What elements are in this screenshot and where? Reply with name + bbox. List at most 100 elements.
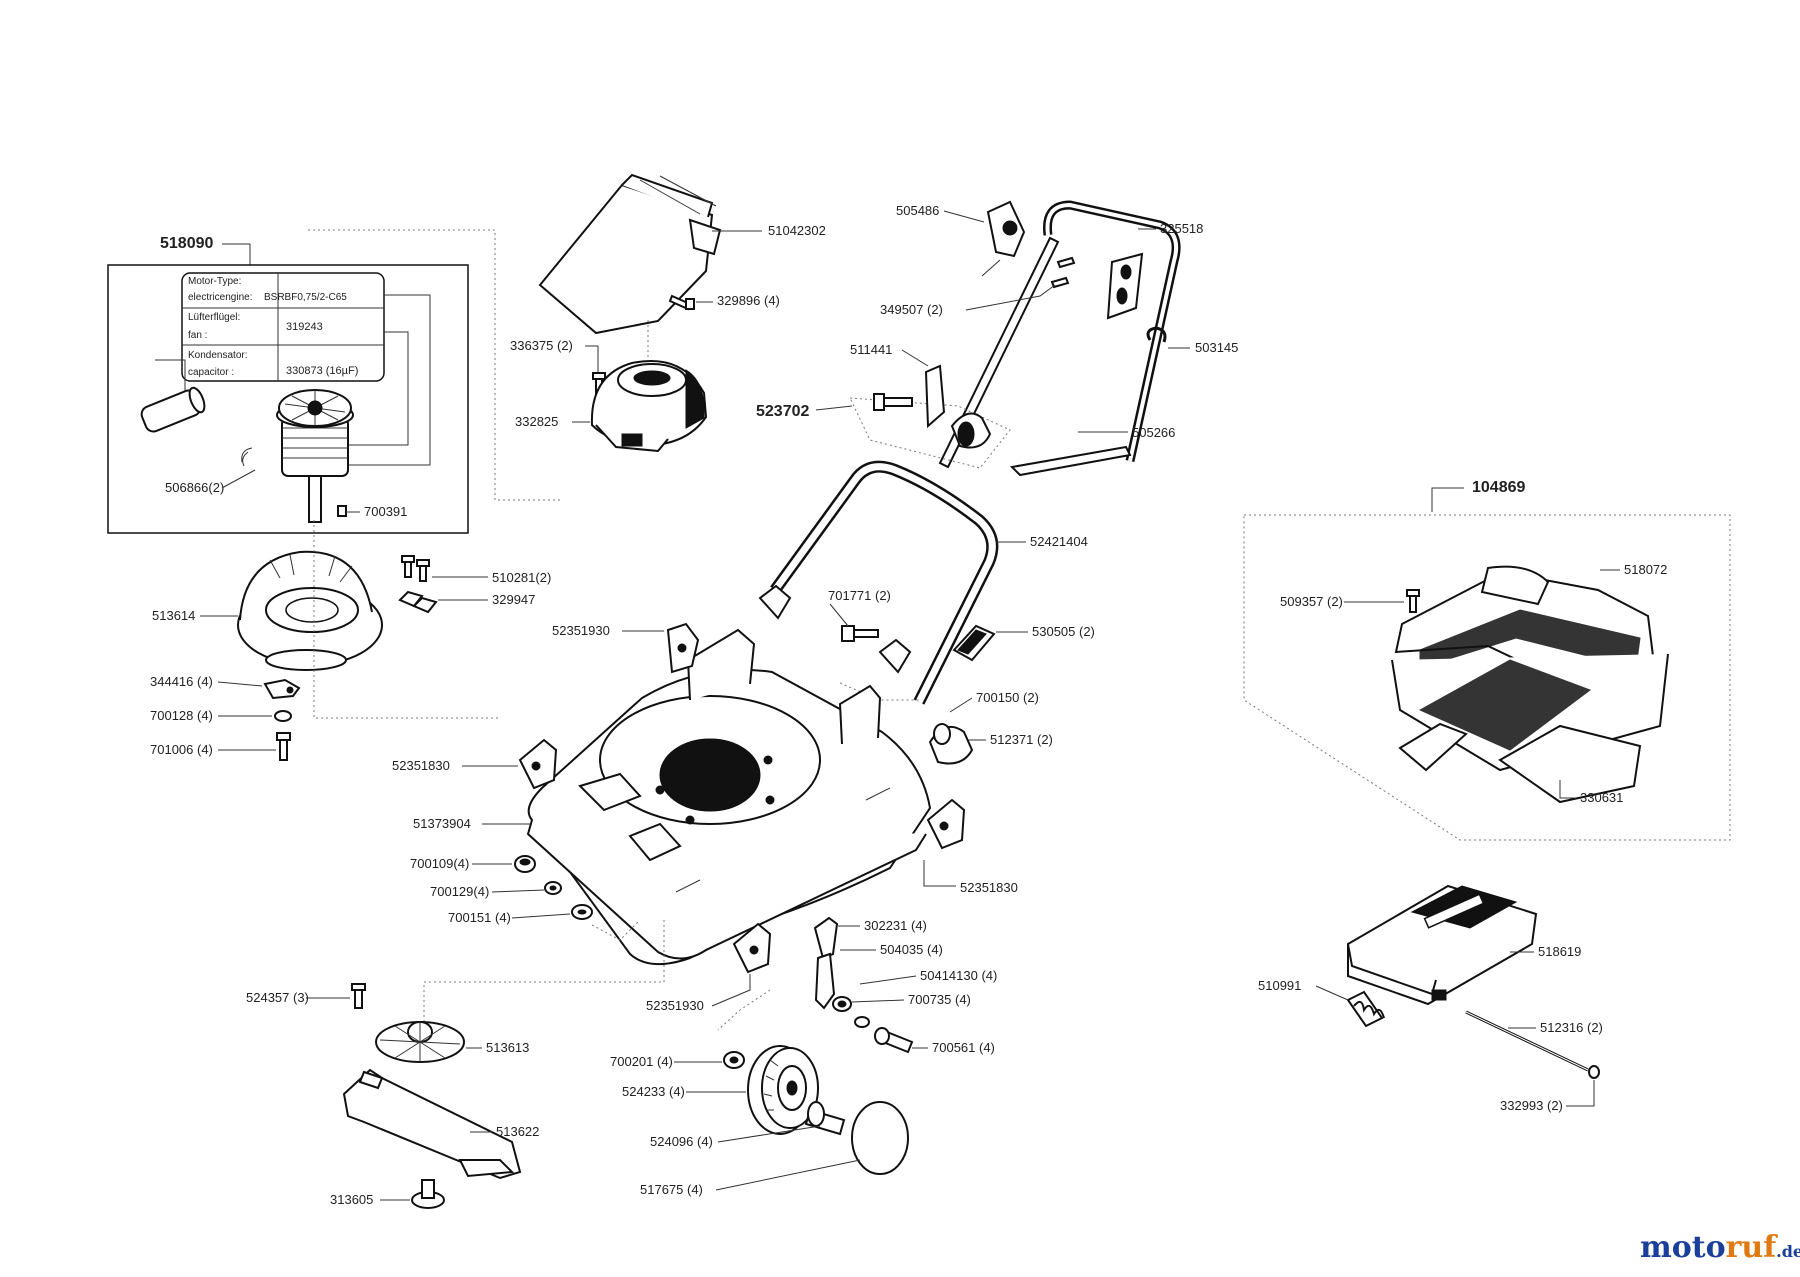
cable-holder-530505-icon <box>952 624 996 662</box>
wheel-524233-icon <box>747 1045 819 1135</box>
deck-51373904-icon <box>526 628 932 966</box>
label-504035: 504035 (4) <box>880 942 943 957</box>
bolt-701771-icon <box>841 625 879 642</box>
upper-handle-505266-icon <box>938 200 1181 477</box>
label-51373904: 51373904 <box>413 816 471 831</box>
label-700201: 700201 (4) <box>610 1054 673 1069</box>
label-509357: 509357 (2) <box>1280 594 1343 609</box>
axle-plate-504035-icon <box>813 916 839 1010</box>
label-510991: 510991 <box>1258 978 1301 993</box>
label-524357: 524357 (3) <box>246 990 309 1005</box>
grass-bag-group: 104869 509357 (2) 518072 330631 <box>1243 479 1731 841</box>
label-512316: 512316 (2) <box>1540 1020 1603 1035</box>
capacitor-label-de: Kondensator: <box>188 350 248 361</box>
knob-icon <box>950 412 992 449</box>
label-50414130: 50414130 (4) <box>920 968 997 983</box>
upper-handle-group: 505486 325518 349507 (2) 503145 505266 5… <box>756 200 1238 477</box>
label-700735: 700735 (4) <box>908 992 971 1007</box>
screw-509357-icon <box>1406 589 1420 613</box>
blade-513622-icon <box>342 1068 522 1180</box>
label-700561: 700561 (4) <box>932 1040 995 1055</box>
label-52351930b: 52351930 <box>646 998 704 1013</box>
spring-510991-icon <box>1346 990 1385 1028</box>
blade-wheel-group: 524357 (3) 513613 513622 313605 700201 (… <box>246 920 909 1209</box>
label-332993: 332993 (2) <box>1500 1098 1563 1113</box>
logo-moto: moto <box>1640 1230 1726 1265</box>
clip-329947-icon <box>398 590 438 614</box>
motor-housing-group: 513614 510281(2) 329947 344416 (4) 70012… <box>150 550 551 761</box>
fan-513613-icon <box>375 1021 465 1063</box>
label-52351930a: 52351930 <box>552 623 610 638</box>
label-52351830b: 52351830 <box>960 880 1018 895</box>
fan-label-de: Lüfterflügel: <box>188 312 240 323</box>
label-503145: 503145 <box>1195 340 1238 355</box>
grass-bag-frame-518072-icon <box>1391 565 1669 772</box>
washer-700735-icon <box>832 996 852 1012</box>
bracket-52351930a-icon <box>666 622 700 674</box>
lower-handle-52421404-icon <box>758 460 999 705</box>
label-517675: 517675 (4) <box>640 1182 703 1197</box>
label-700150: 700150 (2) <box>976 690 1039 705</box>
fan-label-en: fan : <box>188 330 207 341</box>
electricengine-label: electricengine: <box>188 292 252 303</box>
label-700109: 700109(4) <box>410 856 469 871</box>
label-332825: 332825 <box>515 414 558 429</box>
grass-bag-bottom-330631-icon <box>1498 724 1642 804</box>
screw-524357-icon <box>351 983 366 1009</box>
cable-clip-505486-icon <box>981 200 1026 277</box>
bracket-52351830b-icon <box>926 798 966 850</box>
label-530505: 530505 (2) <box>1032 624 1095 639</box>
capacitor-icon <box>140 386 206 433</box>
screw-701006-icon <box>276 732 291 761</box>
hubcap-517675-icon <box>851 1101 909 1175</box>
washer-icon <box>854 1016 870 1028</box>
logo-ruf: ruf <box>1725 1230 1777 1265</box>
label-505266: 505266 <box>1132 425 1175 440</box>
motor-type-label: Motor-Type: <box>188 276 241 287</box>
label-700391: 700391 <box>364 504 407 519</box>
label-700128: 700128 (4) <box>150 708 213 723</box>
label-302231: 302231 (4) <box>864 918 927 933</box>
motoruf-logo: motoruf.de <box>1640 1230 1800 1265</box>
handle-cover-325518-icon <box>1106 252 1144 320</box>
fan-impeller-icon <box>278 389 352 427</box>
washer-700151-icon <box>571 904 593 920</box>
label-52351830a: 52351830 <box>392 758 450 773</box>
label-104869: 104869 <box>1472 479 1525 496</box>
flap-group: 518619 510991 512316 (2) 332993 (2) <box>1258 884 1603 1113</box>
grass-bag-outline <box>1243 514 1731 841</box>
label-329947: 329947 <box>492 592 535 607</box>
label-336375: 336375 (2) <box>510 338 573 353</box>
motor-group: 518090 Motor-Type: electricengine: BSRBF… <box>107 235 469 534</box>
motor-spec-table <box>181 272 385 382</box>
washer-700128-icon <box>274 710 292 722</box>
label-513613: 513613 <box>486 1040 529 1055</box>
deck-group: 51373904 52351930 52351830 52351830 5235… <box>392 622 1018 1055</box>
bolt-313605-icon <box>411 1179 445 1209</box>
label-518090: 518090 <box>160 235 213 252</box>
label-700129: 700129(4) <box>430 884 489 899</box>
label-701771: 701771 (2) <box>828 588 891 603</box>
lower-handle-group: 52421404 701771 (2) 530505 (2) 700150 (2… <box>758 460 1095 765</box>
label-700151: 700151 (4) <box>448 910 511 925</box>
electric-motor-icon <box>241 389 354 523</box>
label-506866: 506866(2) <box>165 480 224 495</box>
clip-503145-icon <box>1146 326 1167 343</box>
baffle-332825-icon <box>590 360 708 453</box>
fan-value: 319243 <box>286 321 323 333</box>
label-344416: 344416 (4) <box>150 674 213 689</box>
cover-group: 51042302 329896 (4) 336375 (2) 332825 <box>308 173 826 719</box>
nut-700201-icon <box>723 1051 745 1069</box>
nut-700109-icon <box>514 855 536 873</box>
motor-frame <box>107 264 469 534</box>
screw-510281-icon <box>401 555 430 582</box>
label-329896: 329896 (4) <box>717 293 780 308</box>
bracket-52351930b-icon <box>732 922 772 974</box>
label-524233: 524233 (4) <box>622 1084 685 1099</box>
label-349507: 349507 (2) <box>880 302 943 317</box>
motor-housing-icon <box>237 550 383 671</box>
label-524096: 524096 (4) <box>650 1134 713 1149</box>
label-513614: 513614 <box>152 608 195 623</box>
logo-domain: .de <box>1776 1242 1800 1261</box>
